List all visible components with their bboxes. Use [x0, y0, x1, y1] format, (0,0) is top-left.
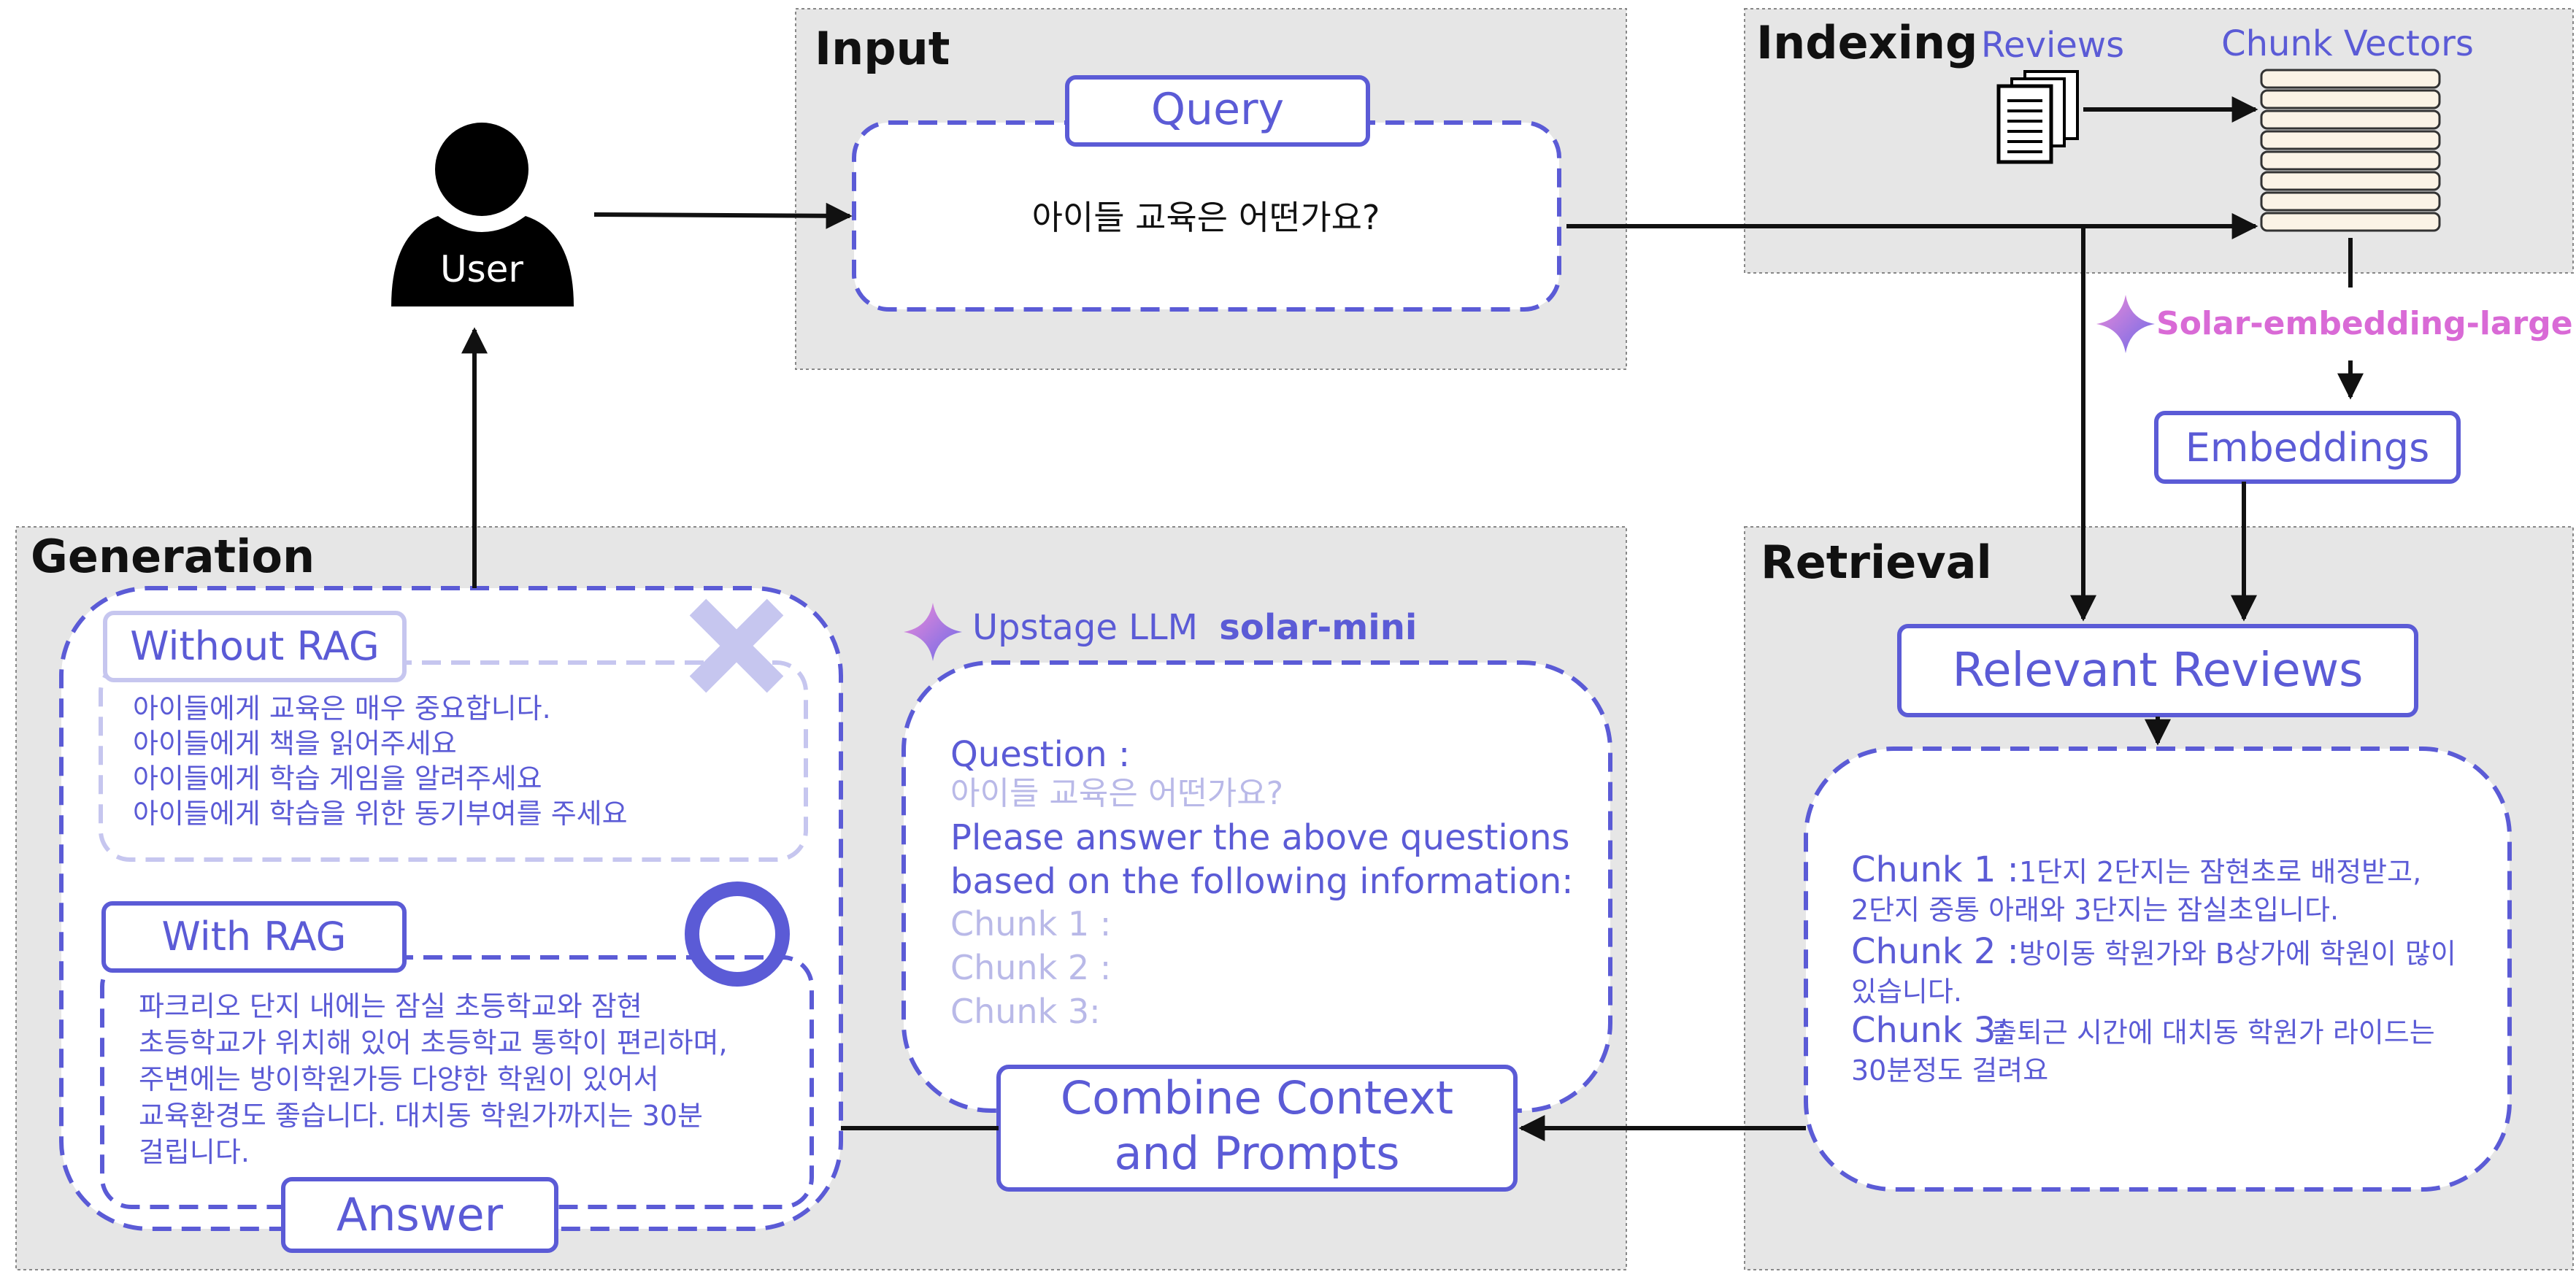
chunk-label: Chunk 1 :	[1851, 849, 2019, 890]
without-rag-line: 아이들에게 학습을 위한 동기부여를 주세요	[133, 798, 628, 830]
prompt-question-text: 아이들 교육은 어떤가요?	[950, 775, 1283, 812]
arrow-user-to-query	[593, 202, 853, 229]
with-rag-label: With RAG	[162, 914, 347, 960]
prompt-chunk-placeholders: Chunk 1 : Chunk 2 : Chunk 3:	[950, 904, 1111, 1031]
chunk-label: Chunk 2 :	[1851, 931, 2019, 972]
without-rag-label: Without RAG	[130, 623, 379, 669]
retrieved-chunks-box	[1804, 746, 2512, 1192]
chunk-text: 1단지 2단지는 잠현초로 배정받고,	[2019, 856, 2421, 888]
sparkle-icon	[2096, 295, 2155, 353]
chunk-text: 30분정도 걸려요	[1851, 1054, 2048, 1087]
chunk-text: 있습니다.	[1851, 976, 1962, 1008]
without-rag-box	[99, 660, 808, 862]
with-rag-line: 초등학교가 위치해 있어 초등학교 통학이 편리하며,	[139, 1027, 728, 1059]
chunk-vector-bar	[2260, 130, 2441, 150]
prompt-instruction-line: based on the following information:	[950, 861, 1573, 902]
with-rag-line: 파크리오 단지 내에는 잠실 초등학교와 잠현	[139, 990, 642, 1022]
chunk-vectors-label: Chunk Vectors	[2221, 23, 2474, 64]
with-rag-line: 교육환경도 좋습니다. 대치동 학원가까지는 30분	[139, 1100, 703, 1132]
documents-icon	[1996, 70, 2079, 164]
relevant-reviews-box	[1897, 624, 2418, 717]
chunk-vector-bar	[2260, 212, 2441, 232]
embedding-model-label: Solar-embedding-large	[2156, 305, 2573, 342]
with-rag-line: 걸립니다.	[139, 1136, 250, 1168]
retrieval-title: Retrieval	[1761, 536, 1992, 589]
without-rag-line: 아이들에게 교육은 매우 중요합니다.	[133, 692, 551, 725]
combine-label-line: and Prompts	[1114, 1127, 1399, 1180]
check-circle-icon	[685, 881, 790, 987]
prompt-chunk-placeholder: Chunk 3:	[950, 992, 1101, 1031]
without-rag-label-box	[103, 611, 407, 682]
query-box	[852, 120, 1561, 312]
chunk-vector-bar	[2260, 191, 2441, 212]
llm-label: Upstage LLM solar-mini	[972, 607, 1417, 648]
prompt-question-label: Question :	[950, 734, 1130, 775]
chunk-vector-bar	[2260, 109, 2441, 130]
reviews-label: Reviews	[1981, 25, 2124, 66]
prompt-chunk-placeholder: Chunk 2 :	[950, 948, 1111, 987]
with-rag-label-box	[101, 901, 407, 973]
chunk-text: 2단지 중통 아래와 3단지는 잠실초입니다.	[1851, 894, 2339, 926]
chunk-vectors-stack	[2260, 69, 2441, 232]
user-label: User	[440, 248, 523, 290]
chunk-vector-bar	[2260, 171, 2441, 191]
embeddings-box	[2154, 411, 2461, 484]
chunk-vector-bar	[2260, 69, 2441, 89]
with-rag-line: 주변에는 방이학원가등 다양한 학원이 있어서	[139, 1063, 659, 1095]
query-label: Query	[1151, 84, 1284, 135]
answer-label: Answer	[337, 1188, 504, 1241]
answer-label-box	[281, 1177, 558, 1253]
relevant-reviews-label: Relevant Reviews	[1953, 644, 2364, 698]
prompt-instruction-line: Please answer the above questions	[950, 817, 1570, 858]
chunk-vector-bar	[2260, 150, 2441, 171]
without-rag-line: 아이들에게 책을 읽어주세요	[133, 728, 457, 760]
query-text: 아이들 교육은 어떤가요?	[1032, 198, 1380, 237]
chunk-vector-bar	[2260, 89, 2441, 109]
sparkle-icon	[904, 603, 962, 661]
llm-model: solar-mini	[1219, 607, 1417, 648]
chunk-text: 출퇴근 시간에 대치동 학원가 라이드는	[1991, 1016, 2435, 1049]
generation-title: Generation	[31, 530, 315, 583]
embeddings-label: Embeddings	[2185, 425, 2429, 471]
prompt-chunk-placeholder: Chunk 1 :	[950, 904, 1111, 944]
llm-prefix: Upstage LLM	[972, 607, 1198, 648]
chunk-text: 방이동 학원가와 B상가에 학원이 많이	[2019, 938, 2456, 970]
indexing-title: Indexing	[1756, 16, 1977, 69]
query-label-box	[1065, 75, 1370, 147]
input-title: Input	[815, 22, 950, 75]
combine-label-line: Combine Context	[1061, 1071, 1453, 1124]
retrieved-chunks-text: Chunk 1 :1단지 2단지는 잠현초로 배정받고, 2단지 중통 아래와 3…	[1851, 849, 2456, 1087]
without-rag-line: 아이들에게 학습 게임을 알려주세요	[133, 763, 542, 795]
user-icon	[391, 123, 574, 306]
chunk-label: Chunk 3:	[1851, 1010, 2008, 1051]
close-icon	[689, 598, 784, 693]
